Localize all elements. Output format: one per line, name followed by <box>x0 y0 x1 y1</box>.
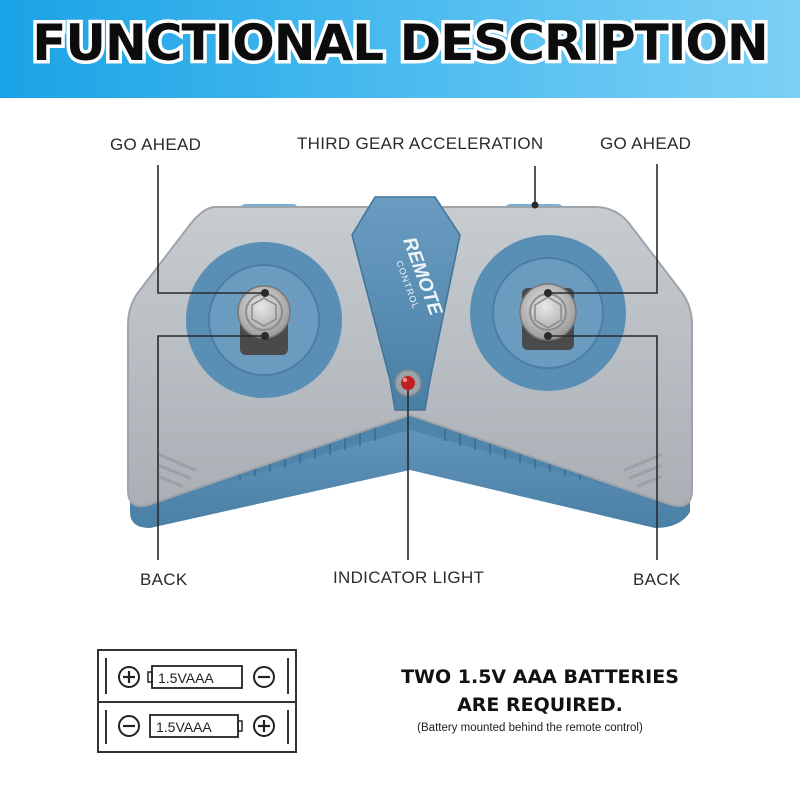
right-joystick <box>470 235 626 391</box>
battery-cell-top: 1.5VAAA <box>118 665 275 689</box>
label-back-right: BACK <box>633 570 681 589</box>
battery-note: (Battery mounted behind the remote contr… <box>417 722 643 734</box>
label-back-left: BACK <box>140 570 188 589</box>
callout-back-right <box>548 335 658 560</box>
left-joystick <box>186 242 342 398</box>
label-go-ahead-left: GO AHEAD <box>110 135 202 154</box>
battery-heading-line2: ARE REQUIRED. <box>457 694 623 716</box>
battery-label-bottom: 1.5VAAA <box>156 719 212 735</box>
label-indicator-light: INDICATOR LIGHT <box>333 568 485 587</box>
remote-center-spine <box>351 196 461 411</box>
header-banner: FUNCTIONAL DESCRIPTION <box>0 0 800 98</box>
label-go-ahead-right: GO AHEAD <box>600 134 692 153</box>
battery-label-top: 1.5VAAA <box>158 670 214 686</box>
battery-heading-line1: TWO 1.5V AAA BATTERIES <box>401 666 679 688</box>
label-third-gear-acceleration: THIRD GEAR ACCELERATION <box>297 134 544 153</box>
page-title: FUNCTIONAL DESCRIPTION <box>29 11 773 76</box>
callout-go-ahead-right <box>548 164 658 294</box>
callout-back-left <box>157 335 265 560</box>
remote-underside <box>130 395 690 528</box>
battery-cell-bottom: 1.5VAAA <box>118 714 275 738</box>
battery-compartment <box>97 649 297 753</box>
callout-go-ahead-left <box>157 165 265 294</box>
indicator-light <box>401 376 415 390</box>
